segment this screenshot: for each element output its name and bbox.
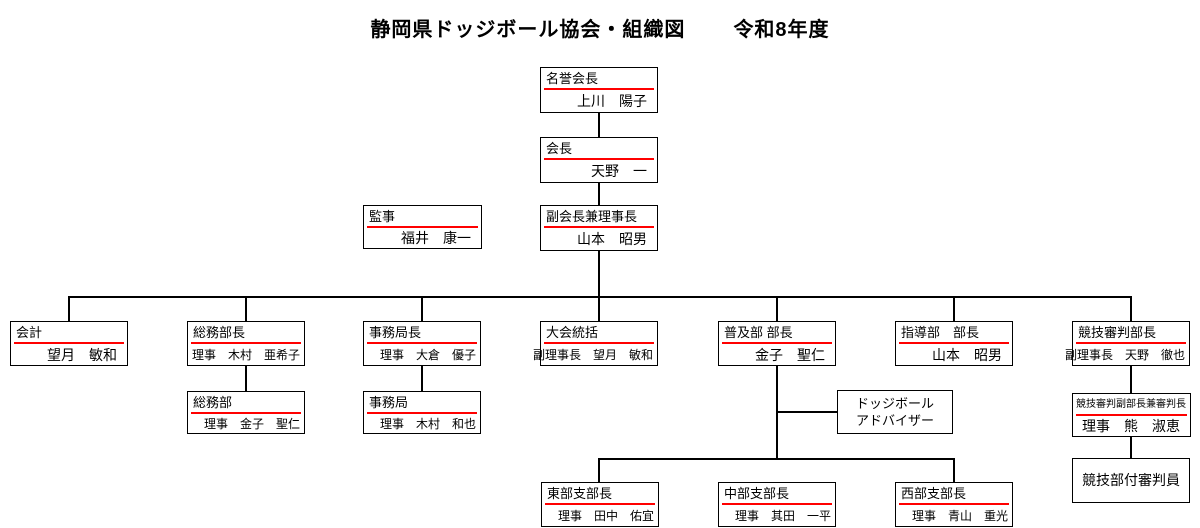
node-deputy-referee-chief-name: 理事 熊 淑恵 — [1082, 418, 1180, 434]
connector-general-affairs — [245, 366, 247, 391]
node-advisor-line2: アドバイザー — [855, 413, 934, 428]
node-secretariat-chief-name: 理事 大倉 優子 — [379, 348, 476, 362]
node-general-affairs: 総務部 理事 金子 聖仁 — [187, 391, 305, 434]
connector-drop-general-affairs-chief — [245, 296, 247, 321]
node-attached-referees-label: 競技部付審判員 — [1082, 472, 1180, 488]
node-honorary-president: 名誉会長 上川 陽子 — [540, 67, 658, 113]
node-auditor: 監事 福井 康一 — [363, 205, 482, 249]
node-vice-chair-name: 山本 昭男 — [577, 231, 647, 247]
red-divider — [191, 412, 301, 414]
red-divider — [722, 503, 832, 505]
node-west-branch-chief-title: 西部支部長 — [901, 486, 967, 501]
node-auditor-name: 福井 康一 — [401, 230, 471, 246]
connector-secretariat — [421, 366, 423, 391]
chart-title-main: 静岡県ドッジボール協会・組織図 — [370, 19, 686, 41]
red-divider — [191, 342, 301, 344]
red-divider — [544, 158, 654, 160]
node-deputy-referee-chief-title: 競技審判副部長兼審判長 — [1076, 399, 1186, 410]
connector-drop-tournament — [598, 296, 600, 321]
node-guidance-chief: 指導部 部長 山本 昭男 — [895, 321, 1013, 366]
red-divider — [722, 342, 832, 344]
connector-president-vicechair — [598, 183, 600, 205]
node-general-affairs-title: 総務部 — [193, 395, 233, 410]
connector-honorary-president — [598, 113, 600, 137]
node-central-branch-chief-title: 中部支部長 — [724, 486, 790, 501]
node-president-name: 天野 一 — [591, 163, 647, 179]
node-east-branch-chief-title: 東部支部長 — [547, 486, 613, 501]
red-divider — [367, 226, 478, 228]
node-honorary-president-title: 名誉会長 — [546, 71, 599, 86]
node-auditor-title: 監事 — [369, 209, 396, 224]
node-president-title: 会長 — [546, 141, 573, 156]
connector-drop-east-branch — [598, 458, 600, 482]
node-west-branch-chief: 西部支部長 理事 青山 重光 — [895, 482, 1013, 527]
node-guidance-chief-name: 山本 昭男 — [932, 346, 1002, 363]
node-general-affairs-chief: 総務部長 理事 木村 亜希子 — [187, 321, 305, 366]
node-guidance-chief-title: 指導部 部長 — [901, 325, 980, 340]
node-tournament-director: 大会統括 副理事長 望月 敏和 — [532, 321, 658, 366]
node-general-affairs-name: 理事 金子 聖仁 — [203, 417, 300, 431]
node-tournament-director-title: 大会統括 — [546, 325, 599, 340]
red-divider — [545, 503, 655, 505]
node-accounting: 会計 望月 敏和 — [10, 321, 128, 366]
node-referee-chief-name: 副理事長 天野 徹也 — [1064, 348, 1185, 362]
connector-vicechair-main — [598, 251, 600, 297]
node-promotion-chief: 普及部 部長 金子 聖仁 — [718, 321, 836, 366]
red-divider — [899, 503, 1009, 505]
connector-drop-secretariat-chief — [421, 296, 423, 321]
chart-title: 静岡県ドッジボール協会・組織図 令和8年度 — [0, 13, 1200, 42]
node-secretariat-name: 理事 木村 和也 — [379, 417, 476, 431]
chart-title-year: 令和8年度 — [733, 19, 830, 41]
node-promotion-chief-name: 金子 聖仁 — [755, 346, 825, 363]
red-divider — [1076, 414, 1187, 416]
node-advisor: ドッジボール アドバイザー — [837, 390, 953, 434]
node-secretariat-title: 事務局 — [369, 395, 409, 410]
node-secretariat: 事務局 理事 木村 和也 — [363, 391, 481, 434]
node-advisor-line1: ドッジボール — [855, 396, 934, 411]
node-accounting-title: 会計 — [16, 325, 43, 340]
node-secretariat-chief-title: 事務局長 — [369, 325, 422, 340]
red-divider — [1076, 342, 1186, 344]
red-divider — [544, 226, 654, 228]
node-secretariat-chief: 事務局長 理事 大倉 優子 — [363, 321, 481, 366]
node-east-branch-chief-name: 理事 田中 佑宜 — [557, 509, 654, 523]
node-west-branch-chief-name: 理事 青山 重光 — [911, 509, 1008, 523]
red-divider — [899, 342, 1009, 344]
node-vice-chair: 副会長兼理事長 山本 昭男 — [540, 205, 658, 251]
connector-drop-west-branch — [953, 458, 955, 482]
connector-drop-guidance — [953, 296, 955, 321]
node-referee-chief: 競技審判部長 副理事長 天野 徹也 — [1064, 321, 1190, 366]
node-deputy-referee-chief: 競技審判副部長兼審判長 理事 熊 淑恵 — [1072, 393, 1191, 437]
red-divider — [367, 412, 477, 414]
red-divider — [544, 88, 654, 90]
connector-drop-referee-chief — [1130, 296, 1132, 321]
node-central-branch-chief-name: 理事 其田 一平 — [734, 509, 831, 523]
node-accounting-name: 望月 敏和 — [47, 346, 117, 363]
connector-deputy-referee — [1130, 366, 1132, 393]
node-tournament-director-name: 副理事長 望月 敏和 — [532, 348, 653, 362]
connector-drop-accounting — [68, 296, 70, 321]
connector-main-horizontal — [68, 296, 1132, 298]
node-vice-chair-title: 副会長兼理事長 — [546, 209, 638, 224]
connector-drop-promotion — [776, 296, 778, 321]
node-general-affairs-chief-name: 理事 木村 亜希子 — [191, 348, 300, 362]
red-divider — [14, 342, 124, 344]
node-president: 会長 天野 一 — [540, 137, 658, 183]
connector-advisor — [776, 411, 837, 413]
node-general-affairs-chief-title: 総務部長 — [193, 325, 246, 340]
node-promotion-chief-title: 普及部 部長 — [724, 325, 793, 340]
red-divider — [544, 342, 654, 344]
node-attached-referees: 競技部付審判員 — [1072, 458, 1190, 503]
red-divider — [367, 342, 477, 344]
connector-attached-referees — [1130, 437, 1132, 458]
node-referee-chief-title: 競技審判部長 — [1078, 325, 1157, 340]
node-east-branch-chief: 東部支部長 理事 田中 佑宜 — [541, 482, 659, 527]
connector-branches-horizontal — [598, 458, 955, 460]
node-central-branch-chief: 中部支部長 理事 其田 一平 — [718, 482, 836, 527]
node-honorary-president-name: 上川 陽子 — [577, 93, 647, 109]
